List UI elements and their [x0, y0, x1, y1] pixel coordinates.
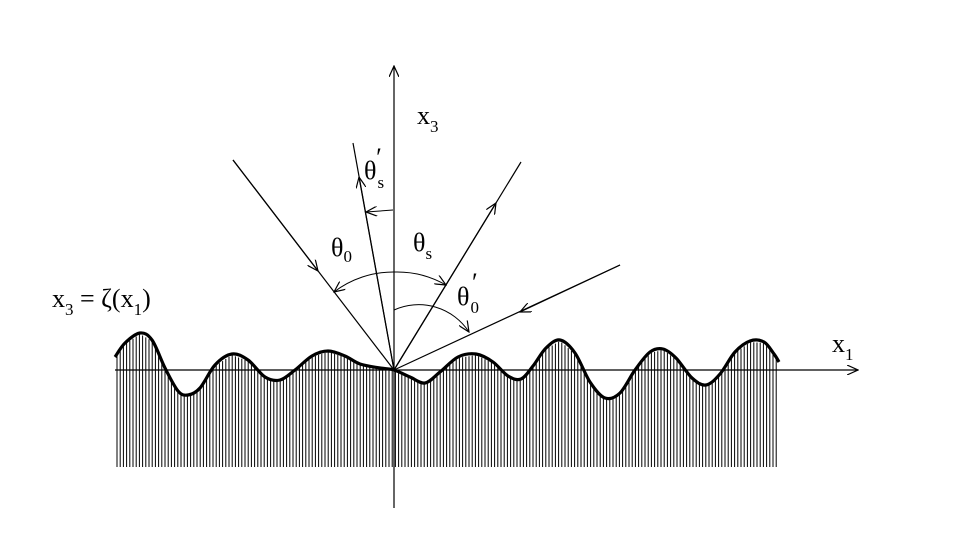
surface-profile [113, 331, 781, 401]
scattered-ray-thetas-arrow [393, 203, 496, 371]
angle-arc-thetas [393, 271, 446, 285]
substrate-hatching [116, 334, 777, 467]
label-theta0-prime: θ0′ [457, 268, 479, 317]
label-x3-axis: x3 [417, 101, 439, 136]
label-thetas-prime: θs′ [364, 143, 384, 192]
angle-arrow-thetas-prime [366, 210, 394, 212]
label-thetas: θs [413, 228, 432, 263]
angle-arc-theta0-prime [393, 304, 469, 332]
label-x1-axis: x1 [832, 329, 854, 364]
label-theta0: θ0 [331, 233, 352, 266]
incident-ray-theta0-prime-arrow [520, 264, 621, 312]
incident-ray-theta0-arrow [232, 159, 318, 271]
label-surface-equation: x3 = ζ(x1) [52, 284, 151, 319]
angle-arc-theta0 [334, 271, 395, 292]
